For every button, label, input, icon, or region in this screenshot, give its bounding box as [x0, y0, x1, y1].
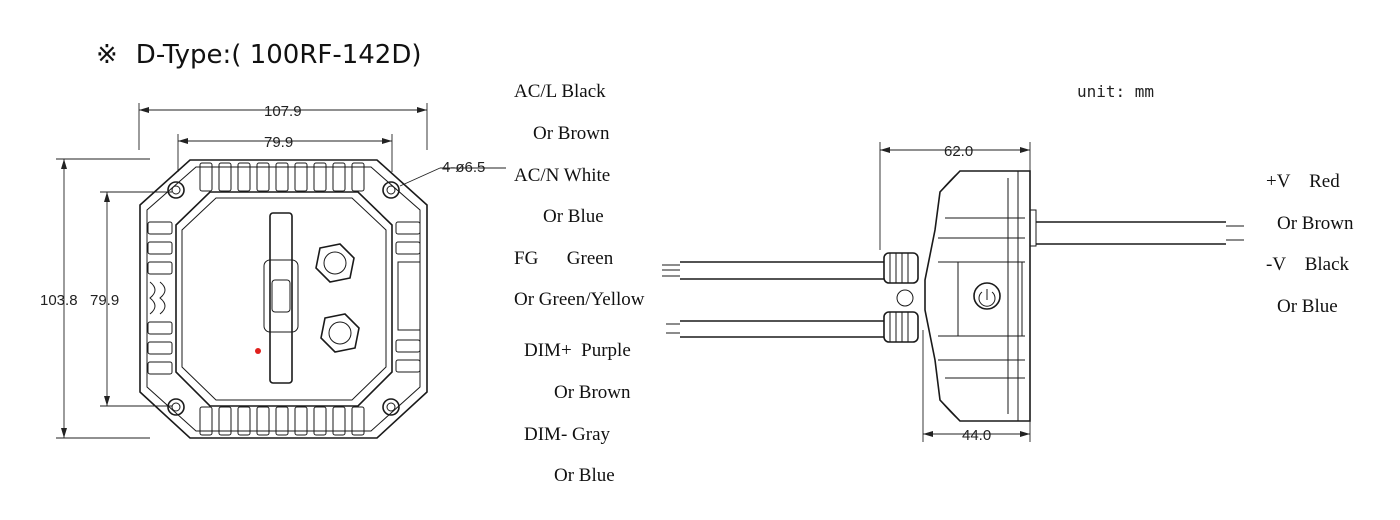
- model-title: D-Type:( 100RF-142D): [135, 40, 422, 70]
- wire-label-acl: AC/L Black: [514, 81, 606, 102]
- mounting-hole-icon: [382, 181, 400, 199]
- mounting-hole-icon: [382, 398, 400, 416]
- dimension-depth-inner: 44.0: [922, 330, 1031, 444]
- mounting-holes: [167, 181, 400, 416]
- dimension-width-outer-text: 107.9: [264, 103, 302, 120]
- wire-label-fg-alt: Or Green/Yellow: [514, 289, 645, 310]
- page-title: ※ D-Type:( 100RF-142D): [96, 40, 422, 70]
- dimension-depth-inner-text: 44.0: [962, 427, 991, 444]
- gland-bottom-icon: [320, 313, 360, 353]
- wire-label-acn-alt: Or Blue: [543, 206, 604, 227]
- wire-label-dim-minus: DIM- Gray: [524, 424, 611, 445]
- wire-label-acn: AC/N White: [514, 165, 611, 186]
- reference-mark-icon: ※: [96, 40, 118, 70]
- side-housing: [924, 170, 1037, 422]
- wire-label-vplus: +V Red: [1266, 171, 1340, 192]
- mounting-hole-icon: [167, 398, 185, 416]
- wire-label-dim-plus: DIM+ Purple: [524, 340, 631, 361]
- dimension-depth-outer: 62.0: [879, 142, 1031, 250]
- unit-label: unit: mm: [1077, 82, 1155, 101]
- wire-label-vminus-alt: Or Blue: [1277, 296, 1338, 317]
- dimension-height-inner-text: 79.9: [90, 292, 119, 309]
- front-housing: [139, 159, 428, 439]
- center-slot: [263, 212, 299, 384]
- marker-dot-icon: [255, 348, 261, 354]
- wire-label-fg: FG Green: [514, 248, 614, 269]
- side-cable-glands: [883, 252, 919, 343]
- output-cables: [1036, 221, 1244, 245]
- wire-label-vplus-alt: Or Brown: [1277, 213, 1354, 234]
- mounting-hole-icon: [167, 181, 185, 199]
- holes-callout: 4-ø6.5: [399, 159, 506, 187]
- input-cables: [662, 261, 884, 338]
- dimension-height-inner: 79.9: [90, 191, 172, 407]
- wire-label-acl-alt: Or Brown: [533, 123, 610, 144]
- dimension-depth-outer-text: 62.0: [944, 143, 973, 160]
- dimension-width-inner: 79.9: [177, 134, 393, 172]
- holes-callout-text: 4-ø6.5: [442, 159, 485, 176]
- power-symbol-icon: [973, 282, 1001, 310]
- wire-label-dim-minus-alt: Or Blue: [554, 465, 615, 486]
- cooling-fins: [147, 162, 421, 436]
- wire-label-dim-plus-alt: Or Brown: [554, 382, 631, 403]
- dimension-width-outer: 107.9: [138, 103, 428, 150]
- wire-label-vminus: -V Black: [1266, 254, 1350, 275]
- gland-top-icon: [315, 243, 355, 283]
- cable-glands: [315, 243, 360, 353]
- dimension-width-inner-text: 79.9: [264, 134, 293, 151]
- dimension-height-outer: 103.8: [40, 158, 150, 439]
- dimension-height-outer-text: 103.8: [40, 292, 78, 309]
